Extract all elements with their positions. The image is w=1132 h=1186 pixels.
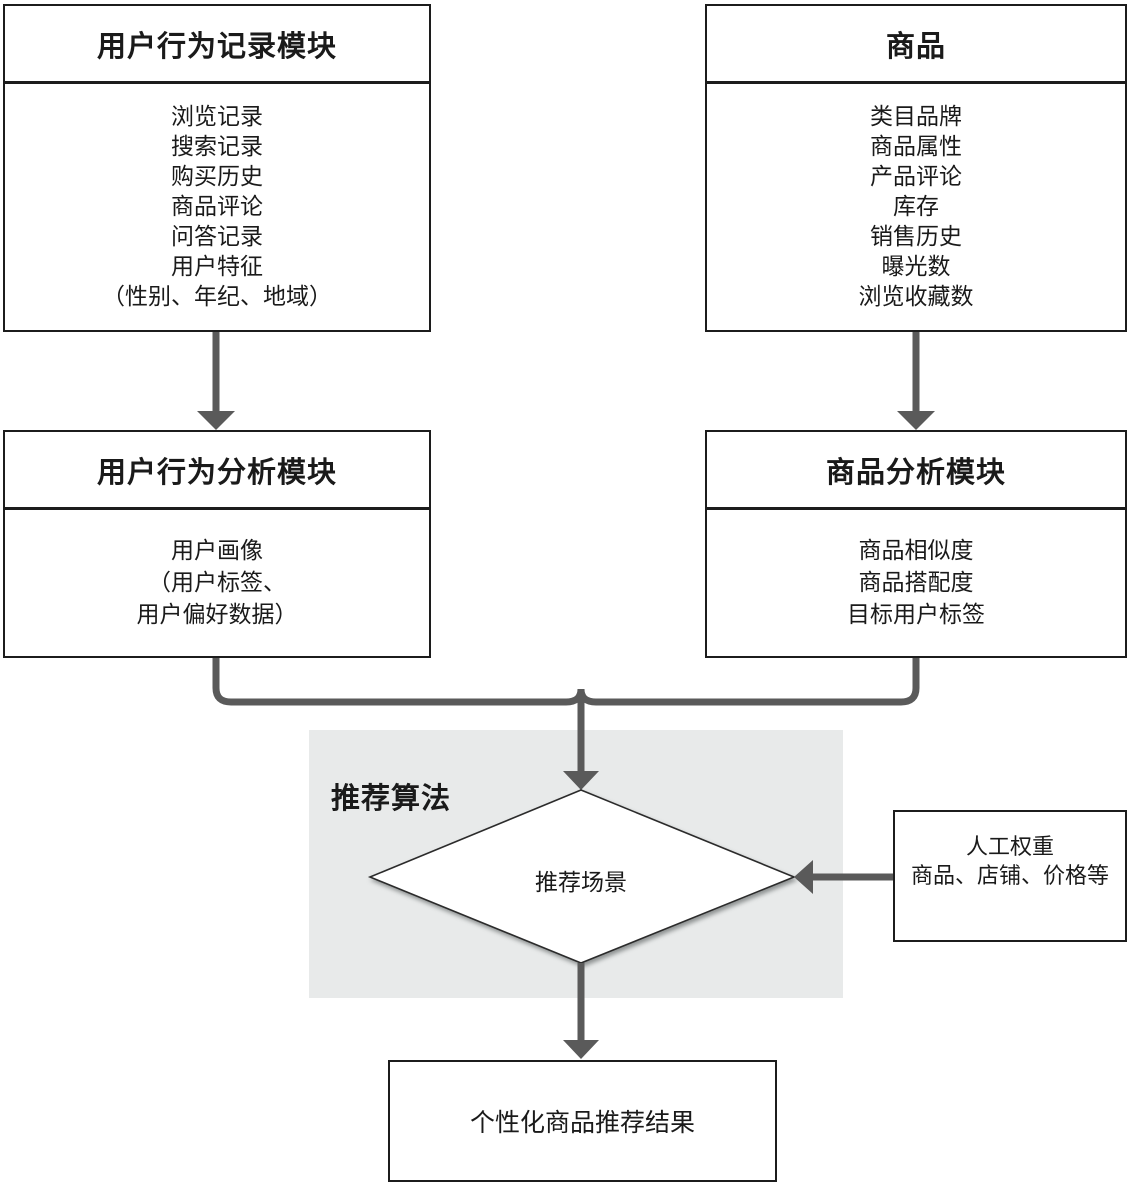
box-item: 目标用户标签 — [847, 602, 985, 628]
box-item: 商品属性 — [870, 134, 962, 160]
box-item: 用户特征 — [171, 254, 263, 280]
user-behavior-record-box: 用户行为记录模块 浏览记录 搜索记录 购买历史 商品评论 问答记录 用户特征 （… — [3, 4, 431, 332]
product-box: 商品 类目品牌 商品属性 产品评论 库存 销售历史 曝光数 浏览收藏数 — [705, 4, 1127, 332]
connector-product-analysis-to-merge — [577, 658, 920, 706]
user-behavior-analysis-box: 用户行为分析模块 用户画像 （用户标签、 用户偏好数据） — [3, 430, 431, 658]
arrowhead-down-icon — [197, 411, 235, 430]
box-item: 浏览收藏数 — [858, 284, 974, 310]
product-analysis-title: 商品分析模块 — [707, 432, 1125, 510]
box-item: 搜索记录 — [171, 134, 263, 160]
product-analysis-body: 商品相似度 商品搭配度 目标用户标签 — [707, 510, 1125, 656]
user-behavior-analysis-body: 用户画像 （用户标签、 用户偏好数据） — [5, 510, 429, 656]
box-item: 商品相似度 — [858, 538, 974, 564]
box-item: 商品评论 — [171, 194, 263, 220]
box-item: 库存 — [893, 194, 939, 220]
manual-weight-box: 人工权重 商品、店铺、价格等 — [893, 810, 1127, 942]
box-item: 用户偏好数据） — [136, 602, 298, 628]
personalized-result-box: 个性化商品推荐结果 — [388, 1060, 777, 1182]
box-item: 问答记录 — [171, 224, 263, 250]
arrowhead-down-icon — [563, 1040, 599, 1059]
box-item: 购买历史 — [171, 164, 263, 190]
product-title: 商品 — [707, 6, 1125, 84]
product-body: 类目品牌 商品属性 产品评论 库存 销售历史 曝光数 浏览收藏数 — [707, 84, 1125, 330]
product-analysis-box: 商品分析模块 商品相似度 商品搭配度 目标用户标签 — [705, 430, 1127, 658]
box-item: 销售历史 — [870, 224, 962, 250]
box-item: 曝光数 — [881, 254, 951, 280]
manual-weight-title: 人工权重 — [965, 835, 1054, 860]
user-behavior-record-title: 用户行为记录模块 — [5, 6, 429, 84]
recommendation-scene-label: 推荐场景 — [535, 870, 627, 896]
user-behavior-analysis-title: 用户行为分析模块 — [5, 432, 429, 510]
box-item: （用户标签、 — [148, 570, 286, 596]
manual-weight-detail: 商品、店铺、价格等 — [910, 864, 1109, 889]
box-item: 商品搭配度 — [858, 570, 974, 596]
box-item: 产品评论 — [870, 164, 962, 190]
personalized-result-label: 个性化商品推荐结果 — [469, 1108, 695, 1137]
connector-user-analysis-to-merge — [212, 658, 585, 706]
box-item: 类目品牌 — [870, 104, 962, 130]
box-item: 用户画像 — [171, 538, 263, 564]
arrowhead-down-icon — [897, 411, 935, 430]
recommendation-algorithm-label: 推荐算法 — [331, 781, 452, 815]
box-item: （性别、年纪、地域） — [102, 284, 332, 310]
user-behavior-record-body: 浏览记录 搜索记录 购买历史 商品评论 问答记录 用户特征 （性别、年纪、地域） — [5, 84, 429, 330]
box-item: 浏览记录 — [171, 104, 263, 130]
